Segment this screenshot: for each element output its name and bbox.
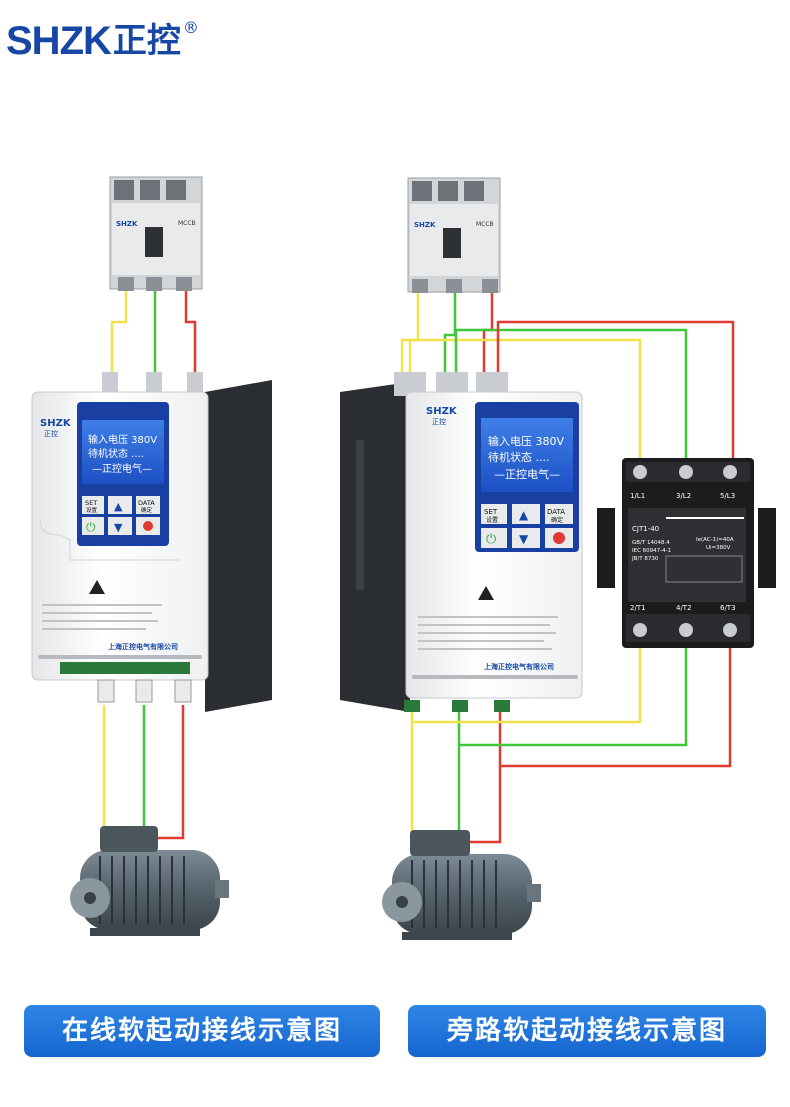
contactor-standard-1: GB/T 14048.4 [632, 540, 670, 546]
right-wire-b-bypass-in [454, 328, 688, 465]
contactor-standard-2: IEC 60947-4-1 [632, 548, 671, 554]
left-data-key[interactable] [136, 496, 160, 514]
left-soft-starter: SHZK 正控 输入电压 380V 待机状态 .... —正控电气— SET 设… [31, 372, 272, 712]
right-wiring [400, 292, 735, 844]
right-warning-icon [478, 586, 494, 600]
right-wire-c-bypass-out [500, 640, 732, 768]
right-wire-a-bypass-in [408, 338, 642, 465]
left-breaker-brand: SHZK [116, 220, 138, 228]
stop-icon [143, 521, 153, 531]
right-wire-b-input [443, 292, 457, 380]
left-data-key-label: DATA [138, 499, 155, 507]
right-lcd-line-3: —正控电气— [494, 467, 560, 481]
left-up-key[interactable] [108, 496, 132, 514]
contactor-standard-3: JB/T 8730 [631, 556, 659, 562]
right-wire-c-input [482, 292, 494, 380]
left-set-key[interactable] [82, 496, 104, 514]
left-data-key-sub: 确定 [141, 506, 153, 514]
right-wire-b-bypass-out [459, 640, 688, 747]
right-up-key[interactable] [512, 504, 540, 524]
brand-logo: SHZK 正控 ® [6, 18, 199, 64]
contactor-rating-voltage: Ui=380V [706, 545, 731, 551]
left-lcd-line-1: 输入电压 380V [88, 433, 157, 446]
down-arrow-icon: ▼ [114, 521, 123, 534]
right-wire-c-bypass-in [496, 320, 735, 465]
contactor-terminal-bottom-3: 6/T3 [720, 604, 736, 612]
right-breaker-model: MCCB [476, 221, 494, 228]
brand-logo-latin: SHZK [6, 19, 112, 63]
right-data-key[interactable] [545, 504, 573, 524]
right-lcd-line-1: 输入电压 380V [488, 434, 564, 448]
right-data-key-sub: 确定 [551, 516, 563, 524]
power-icon: ⏻ [86, 520, 96, 534]
contactor-model: CJT1-40 [632, 525, 659, 533]
caption-bypass-soft-start: 旁路软起动接线示意图 [408, 1005, 766, 1057]
left-panel-logo: SHZK [40, 418, 72, 429]
right-set-key-label: SET [484, 508, 498, 516]
left-run-key[interactable] [82, 517, 104, 535]
right-breaker-brand: SHZK [414, 221, 436, 229]
left-set-key-label: SET [85, 499, 97, 507]
right-set-key-sub: 设置 [486, 516, 498, 524]
stop-icon [553, 532, 565, 544]
contactor-terminal-bottom-1: 2/T1 [630, 604, 646, 612]
left-wire-c-output [155, 705, 185, 840]
right-circuit-breaker: SHZK MCCB [407, 177, 501, 293]
up-arrow-icon: ▲ [114, 500, 123, 513]
contactor-terminal-bottom-2: 4/T2 [676, 604, 692, 612]
left-breaker-model: MCCB [178, 220, 196, 227]
left-wire-a-input [110, 290, 128, 378]
right-data-key-label: DATA [547, 508, 565, 516]
right-wire-a-bypass-out [412, 640, 642, 724]
left-wiring [102, 290, 197, 840]
right-panel-logo-sub: 正控 [432, 417, 446, 426]
right-motor [382, 830, 541, 940]
left-wire-c-input [184, 290, 197, 378]
left-set-key-sub: 设置 [86, 506, 98, 514]
registered-mark: ® [182, 18, 199, 37]
up-arrow-icon: ▲ [519, 508, 529, 522]
left-circuit-breaker: SHZK MCCB [109, 176, 203, 291]
contactor-terminal-top-2: 3/L2 [676, 492, 691, 500]
left-panel-logo-sub: 正控 [44, 429, 58, 438]
contactor-rating-current: Ie(AC-1)=40A [696, 537, 734, 543]
right-panel-logo: SHZK [426, 406, 458, 417]
right-wire-c-output [468, 708, 502, 844]
caption-inline-soft-start: 在线软起动接线示意图 [24, 1005, 380, 1057]
power-icon: ⏻ [486, 532, 496, 547]
right-set-key[interactable] [481, 504, 507, 524]
left-company-name: 上海正控电气有限公司 [108, 642, 178, 651]
ac-contactor: 1/L1 3/L2 5/L3 CJT1-40 GB/T 14048.4 IEC … [597, 458, 776, 648]
left-warning-icon [89, 580, 105, 594]
left-lcd-line-2: 待机状态 .... [88, 447, 144, 460]
right-lcd-line-2: 待机状态 .... [488, 450, 549, 464]
brand-logo-chinese: 正控 [112, 21, 181, 61]
right-soft-starter: SHZK 正控 输入电压 380V 待机状态 .... —正控电气— SET 设… [340, 372, 583, 712]
contactor-terminal-top-1: 1/L1 [630, 492, 645, 500]
right-down-key[interactable] [512, 528, 540, 548]
right-run-key[interactable] [481, 528, 507, 548]
left-down-key[interactable] [108, 517, 132, 535]
right-company-name: 上海正控电气有限公司 [484, 662, 554, 671]
left-lcd-line-3: —正控电气— [92, 462, 152, 475]
left-motor [70, 826, 229, 936]
contactor-terminal-top-3: 5/L3 [720, 492, 735, 500]
down-arrow-icon: ▼ [519, 532, 529, 546]
